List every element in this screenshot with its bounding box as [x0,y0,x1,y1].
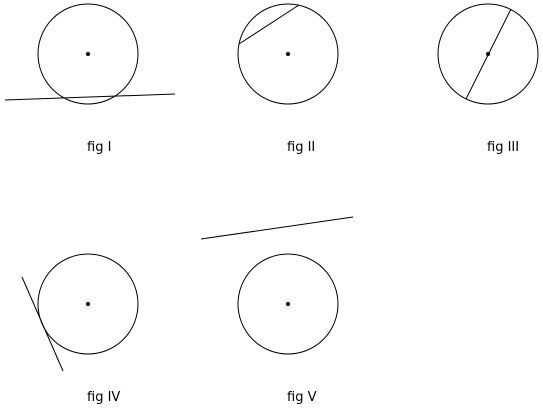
figure-4-center-point [86,302,90,306]
figure-1-secant-line [4,93,176,101]
figure-4: fig IV [21,253,139,405]
figure-4-tangent-line [21,276,64,372]
figure-5-external-line [200,216,354,240]
figure-3-diameter-line [465,8,512,100]
figure-2-chord-line [238,4,300,45]
figure-2: fig II [237,3,339,155]
figure-2-circle [237,3,339,105]
figure-1-label: fig I [87,140,111,155]
figure-5-circle [237,253,339,355]
figure-2-center-point [286,52,290,56]
figure-4-circle [37,253,139,355]
figure-5: fig V [200,216,354,405]
figure-4-label: fig IV [87,390,120,405]
figure-1-center-point [86,52,90,56]
figure-3: fig III [437,3,539,155]
figure-1: fig I [4,3,176,155]
figure-5-label: fig V [287,390,317,405]
figure-3-circle [437,3,539,105]
figure-3-label: fig III [487,140,519,155]
figure-5-center-point [286,302,290,306]
figure-2-label: fig II [287,140,315,155]
figure-1-circle [37,3,139,105]
